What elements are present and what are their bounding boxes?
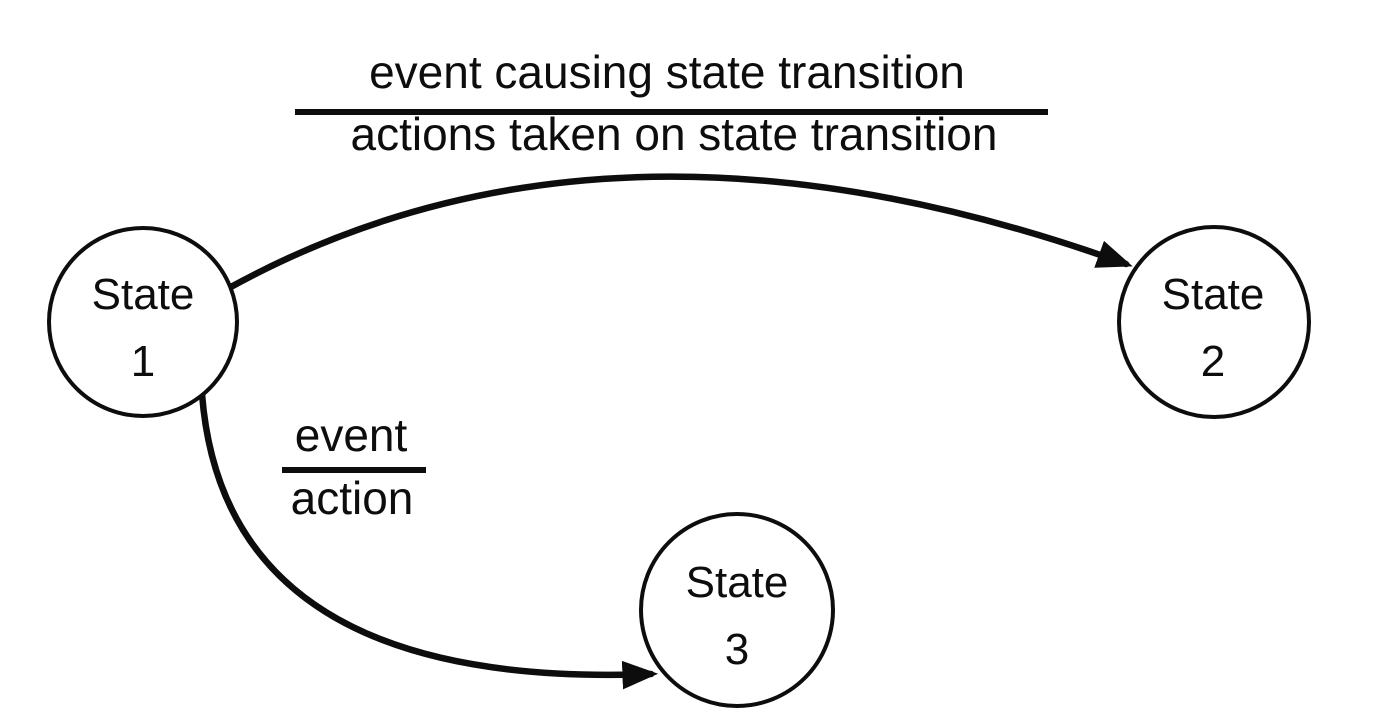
state-node-3: State 3 xyxy=(639,512,835,708)
transition-1-3-event-text: event xyxy=(295,409,408,461)
transition-1-2-fraction-bar xyxy=(295,109,1048,115)
state-2-number: 2 xyxy=(1201,337,1225,386)
state-3-circle xyxy=(639,512,835,708)
state-1-name: State xyxy=(92,270,195,319)
state-1-circle xyxy=(47,226,239,418)
transition-1-3-action-text: action xyxy=(291,472,414,524)
transition-1-2-action-text: actions taken on state transition xyxy=(351,108,998,160)
transition-1-2-event-text: event causing state transition xyxy=(369,46,965,98)
state-node-1: State 1 xyxy=(47,226,239,418)
state-node-2: State 2 xyxy=(1117,225,1311,419)
transition-1-3-fraction-bar xyxy=(282,467,426,473)
transition-arc-state1-to-state3 xyxy=(198,390,659,690)
transition-label-state1-to-state3: event action xyxy=(282,409,426,524)
state-3-number: 3 xyxy=(725,625,749,674)
state-3-name: State xyxy=(686,558,789,607)
transition-label-state1-to-state2: event causing state transition actions t… xyxy=(295,46,1048,160)
transition-arc-state1-to-state2 xyxy=(225,173,1133,292)
state-2-circle xyxy=(1117,225,1311,419)
state-2-name: State xyxy=(1162,270,1265,319)
state-1-number: 1 xyxy=(131,337,155,386)
